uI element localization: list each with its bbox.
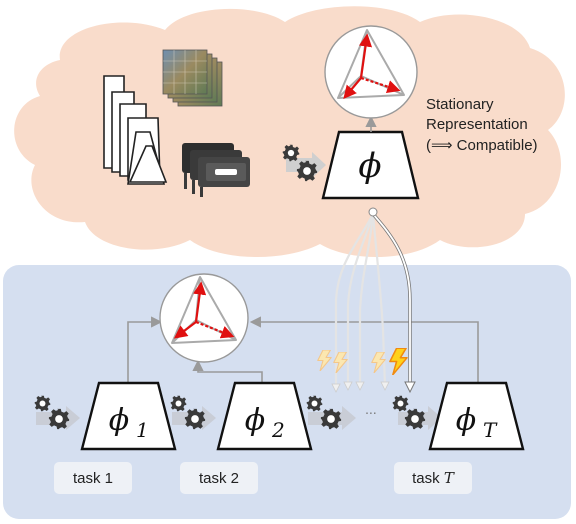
svg-text:task 1: task 1: [73, 470, 113, 487]
model-phi-1: ϕ 1: [80, 381, 177, 451]
representation-label-line3: (⟹ Compatible): [426, 137, 538, 154]
model-phi-1-symbol: ϕ: [109, 403, 129, 438]
main-model-symbol: ϕ: [358, 146, 381, 186]
model-phi-2-symbol: ϕ: [245, 403, 265, 438]
model-phi-T-symbol: ϕ: [456, 403, 476, 438]
model-phi-2: ϕ 2: [216, 381, 313, 451]
task-label-T: task T: [394, 462, 472, 494]
cloud-gear-icon: [282, 144, 326, 182]
task-label-2-prefix: task: [199, 470, 231, 487]
model-phi-2-subscript: 2: [271, 418, 285, 442]
svg-text:task 2: task 2: [199, 470, 239, 487]
representation-label-line1: Stationary: [426, 96, 494, 113]
task-label-T-suffix: T: [444, 469, 455, 487]
ellipsis: ∙∙∙: [365, 404, 377, 420]
model-phi-1-subscript: 1: [136, 418, 149, 442]
panel-gears: [34, 395, 442, 430]
task-label-1-suffix: 1: [105, 470, 113, 487]
main-model: ϕ: [321, 130, 420, 200]
cloud-shape: [14, 6, 565, 258]
task-label-1-prefix: task: [73, 470, 105, 487]
model-phi-T-subscript: T: [483, 418, 498, 442]
representation-label-line2: Representation: [426, 116, 528, 133]
task-label-T-prefix: task: [412, 470, 444, 487]
training-cloud: ϕ Stationary Representation (⟹ Compatibl…: [14, 6, 565, 258]
representation-label: Stationary Representation (⟹ Compatible): [426, 96, 538, 154]
task-label-2-suffix: 2: [231, 470, 239, 487]
gpu-cards-icon: [182, 143, 250, 197]
continual-learning-panel: ∙∙∙ ϕ 1 ϕ 2 ϕ T task 1 task 2: [3, 207, 571, 519]
task-label-1: task 1: [54, 462, 132, 494]
simplex-sphere-icon: [324, 25, 418, 119]
panel-simplex-sphere-icon: [159, 273, 249, 363]
model-phi-T: ϕ T: [428, 381, 525, 451]
task-label-2: task 2: [180, 462, 258, 494]
transfer-lines: [331, 207, 416, 394]
image-stack-icon: [162, 49, 223, 107]
svg-text:task T: task T: [412, 469, 455, 487]
nested-network-icon: [103, 75, 168, 185]
